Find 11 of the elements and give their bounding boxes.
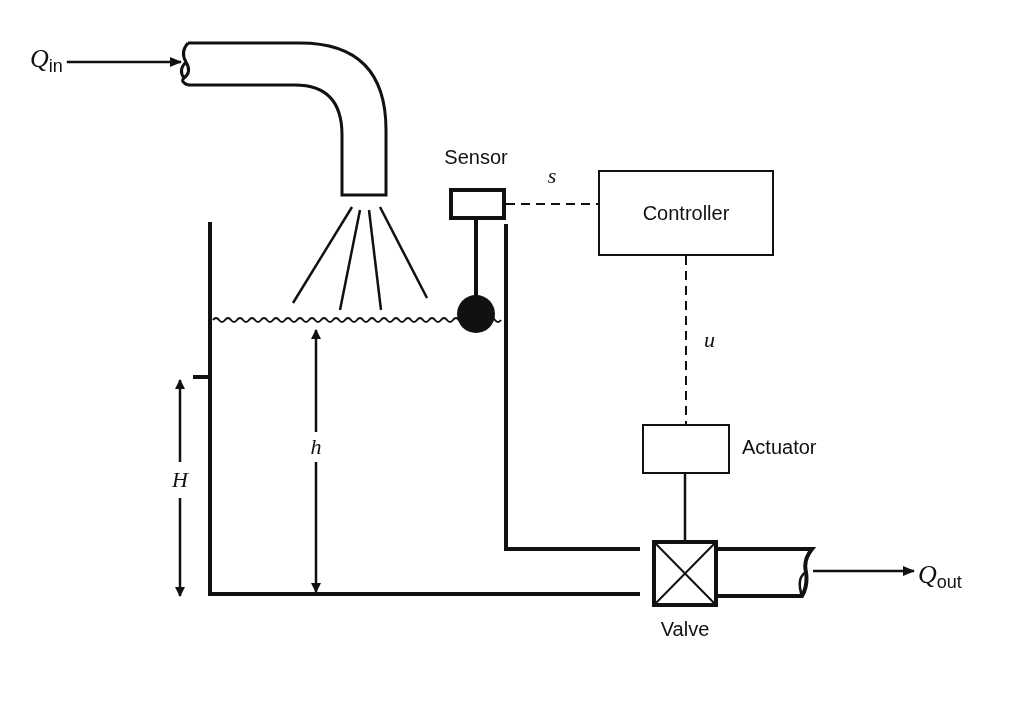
signal-line bbox=[683, 474, 687, 540]
component-label: Actuator bbox=[742, 436, 817, 459]
controller-box: Controller bbox=[598, 170, 774, 256]
component-label: Valve bbox=[659, 618, 711, 641]
flow-label: Q$_{out}$ bbox=[918, 560, 962, 593]
signal-line bbox=[505, 203, 599, 205]
signal-line bbox=[685, 255, 687, 425]
flow-arrow bbox=[813, 566, 915, 576]
component-label: Sensor bbox=[443, 146, 509, 169]
flow-label: Q$_{in}$ bbox=[30, 44, 63, 77]
flow-arrow bbox=[66, 57, 182, 67]
